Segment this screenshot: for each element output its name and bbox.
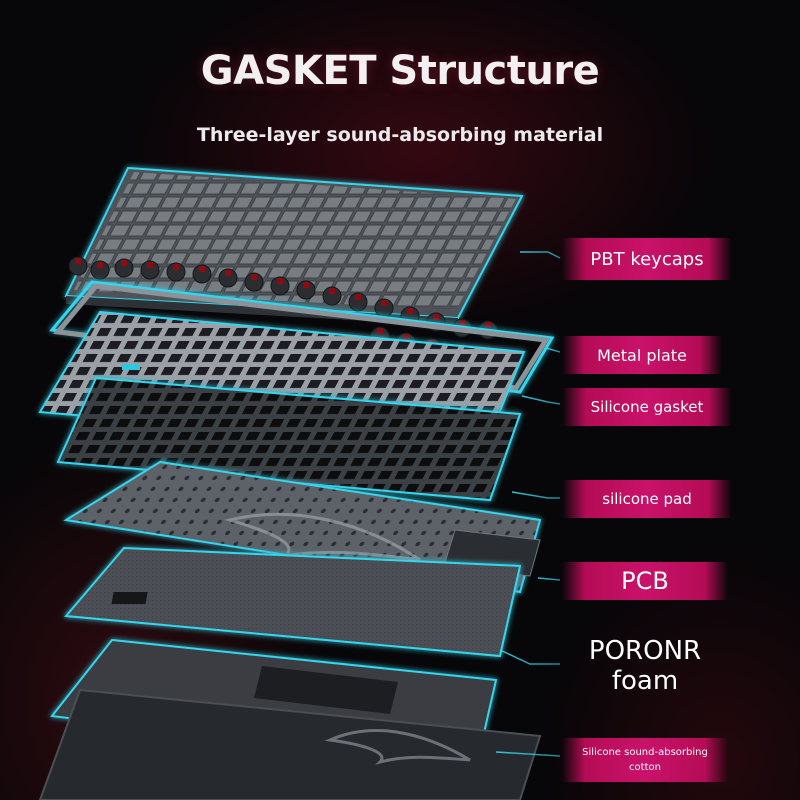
- label-silicone-cotton-line2: cotton: [629, 762, 661, 773]
- cotton-layer: [38, 638, 542, 800]
- page-subtitle: Three-layer sound-absorbing material: [196, 124, 604, 146]
- keycaps-layer: [64, 166, 524, 326]
- label-poronr-foam-text: PORONR foam: [588, 636, 702, 696]
- leader-line-metal-plate: [545, 347, 561, 353]
- label-silicone-gasket: Silicone gasket: [562, 388, 732, 426]
- leader-line-pcb: [537, 577, 561, 581]
- label-silicone-pad: silicone pad: [562, 480, 732, 518]
- label-pcb-text: PCB: [621, 567, 669, 595]
- leader-line-poron-foam: [499, 649, 560, 665]
- label-silicone-cotton-line1: Silicone sound-absorbing: [582, 747, 708, 758]
- leader-line-silicone-pad: [511, 491, 560, 499]
- label-pbt-keycaps-text: PBT keycaps: [590, 248, 704, 270]
- leader-lines: [495, 251, 561, 757]
- leader-line-silicone-gasket: [521, 395, 561, 405]
- poron-foam-layer: [63, 546, 522, 658]
- label-silicone-pad-text: silicone pad: [602, 490, 692, 508]
- label-silicone-gasket-text: Silicone gasket: [590, 398, 704, 416]
- label-metal-plate: Metal plate: [562, 336, 722, 374]
- metal-plate-layer: [49, 280, 555, 394]
- label-pbt-keycaps: PBT keycaps: [562, 238, 732, 280]
- page-title: GASKET Structure: [200, 48, 600, 94]
- label-poronr-foam: PORONR foam: [560, 636, 730, 696]
- leader-line-keycaps: [520, 251, 561, 259]
- label-pcb: PCB: [562, 562, 728, 600]
- label-metal-plate-text: Metal plate: [597, 345, 687, 365]
- leader-line-cotton: [495, 751, 561, 757]
- label-silicone-cotton: Silicone sound-absorbing cotton: [562, 738, 728, 782]
